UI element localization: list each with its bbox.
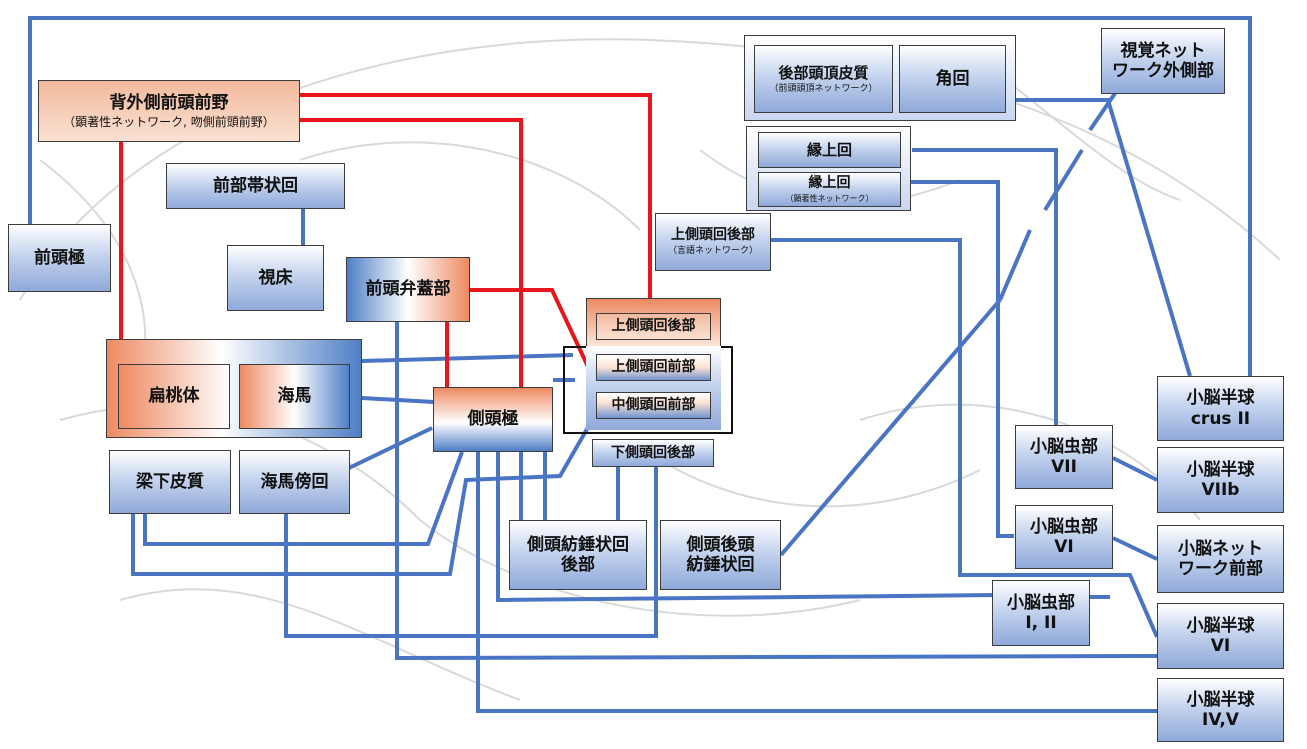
cerebellum-h6-node[interactable]: 小脳半球 VI [1157,603,1284,669]
stg-post-language-sub: （言語ネットワーク） [667,246,758,256]
stg-post-language-label: 上側頭回後部 [671,227,755,244]
cerebellum-h7b-node[interactable]: 小脳半球 VIIb [1157,447,1284,513]
amygdala-label: 扁桃体 [148,386,200,407]
cereb-ant-label2: ワーク前部 [1178,559,1263,579]
mtg-ant-node[interactable]: 中側頭回前部 [596,392,711,419]
fusiform-post-label2: 後部 [561,555,595,575]
h7b-label2: VIIb [1201,480,1240,500]
acc-node[interactable]: 前部帯状回 [166,163,345,209]
vermis12-label2: I, II [1025,613,1057,633]
dlpfc-sub: （顕著性ネットワーク, 吻側前頭前野） [63,115,275,129]
vermis12-label: 小脳虫部 [1007,592,1075,613]
vermis7-node[interactable]: 小脳虫部 VII [1015,425,1113,489]
mtg-ant-label: 中側頭回前部 [611,397,696,414]
itg-post-node[interactable]: 下側頭回後部 [592,439,714,467]
blue-connections [28,16,1252,713]
parahippocampal-label: 海馬傍回 [260,471,329,492]
cerebellum-network-anterior-node[interactable]: 小脳ネット ワーク前部 [1157,525,1284,593]
stg-post-language-node[interactable]: 上側頭回後部 （言語ネットワーク） [655,213,771,271]
visual-lateral-node[interactable]: 視覚ネット ワーク外側部 [1101,28,1225,94]
thalamus-node[interactable]: 視床 [227,245,324,311]
amygdala-node[interactable]: 扁桃体 [118,364,230,429]
vermis6-label: 小脳虫部 [1030,516,1098,537]
occipitotemporal-fusiform-label2: 紡錘状回 [686,555,755,575]
red-connections [119,93,652,389]
hippocampus-node[interactable]: 海馬 [239,364,350,429]
dlpfc-node[interactable]: 背外側前頭前野 （顕著性ネットワーク, 吻側前頭前野） [38,80,300,142]
cereb-ant-label: 小脳ネット [1178,538,1263,559]
operculum-label: 前頭弁蓋部 [365,279,451,300]
itg-post-label: 下側頭回後部 [611,444,695,461]
acc-label: 前部帯状回 [213,175,298,196]
fusiform-post-node[interactable]: 側頭紡錘状回 後部 [509,520,647,590]
frontal-pole-label: 前頭極 [34,247,85,268]
crus2-label2: crus II [1190,408,1251,429]
thalamus-label: 視床 [258,267,293,288]
hippocampus-label: 海馬 [277,386,312,407]
crus2-label: 小脳半球 [1186,388,1255,409]
dlpfc-label: 背外側前頭前野 [109,92,229,113]
supramarginal-salience-label: 縁上回 [808,175,851,192]
parahippocampal-node[interactable]: 海馬傍回 [239,450,350,514]
h45-label2: IV,V [1202,710,1239,730]
h6-label2: VI [1210,636,1231,656]
stg-post-label: 上側頭回後部 [611,318,696,335]
temporal-pole-node[interactable]: 側頭極 [433,387,553,452]
supramarginal-salience-node[interactable]: 縁上回 （顕著性ネットワーク） [758,172,901,207]
h6-label: 小脳半球 [1186,615,1255,636]
vermis7-label: 小脳虫部 [1030,436,1098,457]
h45-label: 小脳半球 [1186,689,1255,710]
frontal-pole-node[interactable]: 前頭極 [8,224,111,292]
fusiform-post-label: 側頭紡錘状回 [527,534,629,555]
h7b-label: 小脳半球 [1186,459,1255,480]
vermis6-label2: VI [1054,537,1074,557]
cerebellum-h45-node[interactable]: 小脳半球 IV,V [1157,678,1284,742]
post-parietal-sub: （前頭頭頂ネットワーク） [769,83,878,94]
stg-ant-label: 上側頭回前部 [611,359,696,376]
vermis7-label2: VII [1051,457,1077,477]
angular-node[interactable]: 角回 [899,45,1006,113]
subcallosal-node[interactable]: 梁下皮質 [109,450,231,514]
post-parietal-node[interactable]: 後部頭頂皮質 （前頭頭頂ネットワーク） [754,45,893,113]
supramarginal-node[interactable]: 縁上回 [758,132,901,168]
post-parietal-label: 後部頭頂皮質 [778,63,869,82]
cerebellum-crus2-node[interactable]: 小脳半球 crus II [1157,376,1284,441]
supramarginal-label: 縁上回 [806,141,852,159]
operculum-node[interactable]: 前頭弁蓋部 [346,257,470,322]
angular-label: 角回 [935,68,970,89]
occipitotemporal-fusiform-label: 側頭後頭 [686,534,755,555]
vermis6-node[interactable]: 小脳虫部 VI [1015,505,1113,569]
visual-lateral-label: 視覚ネット [1120,40,1206,61]
occipitotemporal-fusiform-node[interactable]: 側頭後頭 紡錘状回 [660,520,781,590]
visual-lateral-label2: ワーク外側部 [1112,61,1214,81]
stg-post-node[interactable]: 上側頭回後部 [596,313,711,340]
stg-ant-node[interactable]: 上側頭回前部 [596,354,711,381]
supramarginal-salience-sub: （顕著性ネットワーク） [785,194,874,204]
temporal-pole-label: 側頭極 [467,409,519,430]
subcallosal-label: 梁下皮質 [136,471,204,492]
vermis12-node[interactable]: 小脳虫部 I, II [992,580,1090,646]
